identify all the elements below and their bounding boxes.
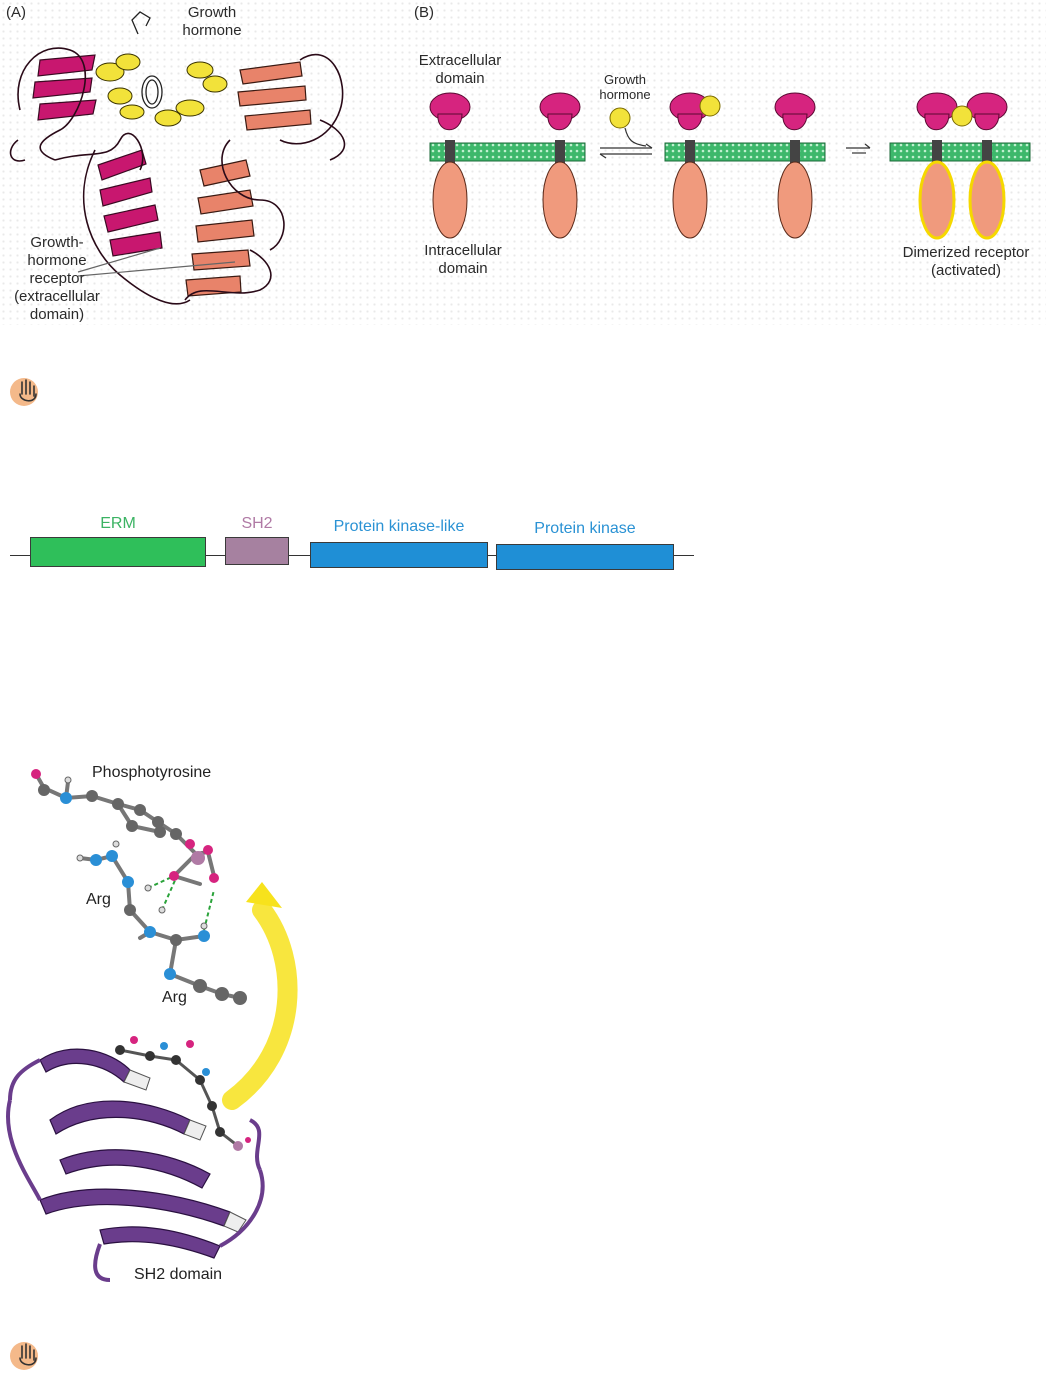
receptor-state1-left bbox=[430, 93, 470, 238]
membrane-3 bbox=[890, 143, 1030, 161]
erm-label: ERM bbox=[30, 515, 206, 533]
sh2-domain-label: SH2 domain bbox=[134, 1266, 222, 1284]
arg-label-1: Arg bbox=[86, 891, 111, 909]
receptor-state2-right bbox=[775, 93, 815, 238]
protein-kinase-label: Protein kinase bbox=[496, 520, 674, 538]
phosphotyrosine-label: Phosphotyrosine bbox=[92, 764, 211, 782]
binding-arrow bbox=[232, 910, 288, 1100]
receptor-label-a: Growth- hormone receptor (extracellular … bbox=[2, 234, 112, 324]
receptor-state1-right bbox=[540, 93, 580, 238]
panel-b-label: (B) bbox=[414, 4, 434, 22]
media-hand-icon[interactable] bbox=[8, 1336, 46, 1372]
growth-hormone-label-b: Growth hormone bbox=[590, 72, 660, 102]
arg-label-2: Arg bbox=[162, 989, 187, 1007]
equilibrium-arrow-2 bbox=[846, 144, 870, 153]
sh2-domain bbox=[225, 537, 289, 565]
growth-hormone-label-a: Growth hormone bbox=[172, 4, 252, 40]
sh2-phosphotyrosine-structure bbox=[0, 760, 320, 1300]
media-hand-icon[interactable] bbox=[8, 372, 46, 408]
binding-arrow-head bbox=[246, 882, 282, 908]
intracellular-domain-label: Intracellular domain bbox=[408, 242, 518, 278]
dimerized-receptor-label: Dimerized receptor (activated) bbox=[888, 244, 1044, 280]
receptor-dimer bbox=[917, 93, 1007, 238]
extracellular-domain-label: Extracellular domain bbox=[405, 52, 515, 88]
sh2-label: SH2 bbox=[225, 515, 289, 533]
protein-kinase-like-domain bbox=[310, 542, 488, 568]
growth-hormone-ball bbox=[610, 108, 630, 128]
protein-kinase-like-label: Protein kinase-like bbox=[310, 518, 488, 536]
protein-kinase-domain bbox=[496, 544, 674, 570]
erm-domain bbox=[30, 537, 206, 567]
receptor-state2-left bbox=[670, 93, 720, 238]
